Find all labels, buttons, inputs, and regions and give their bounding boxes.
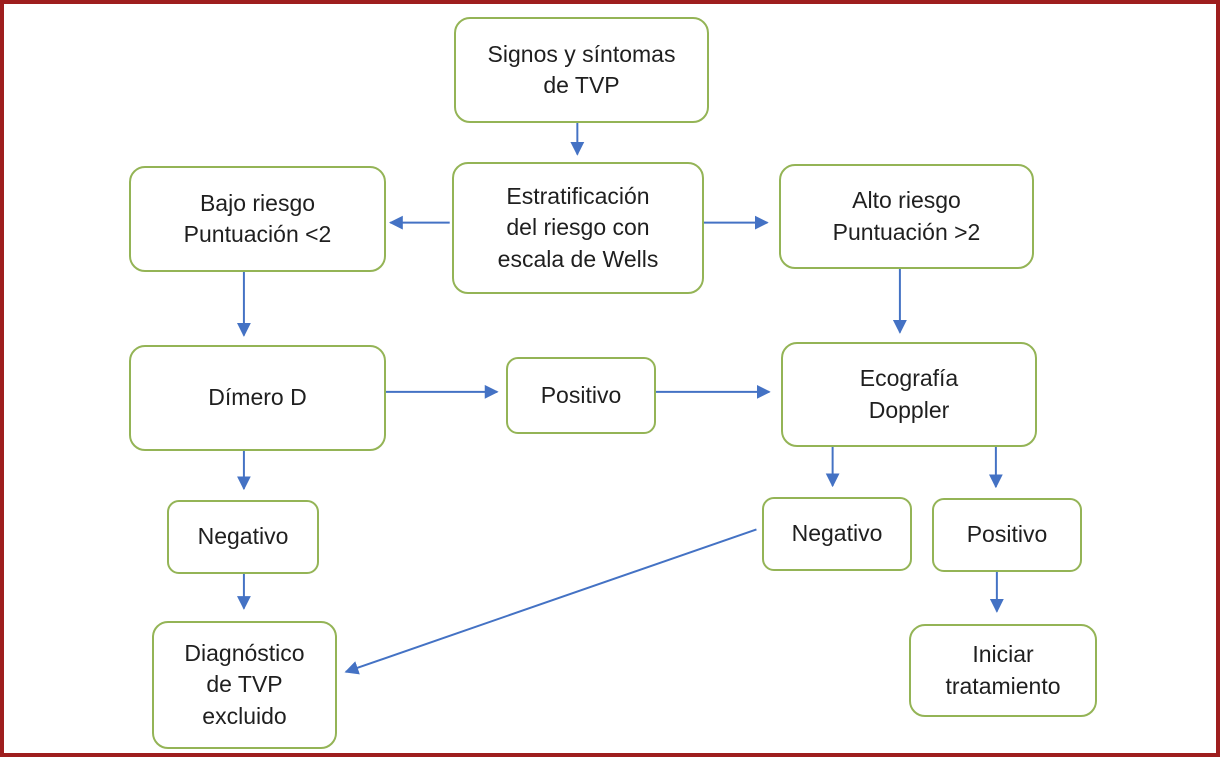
node-dimero-d: Dímero D (129, 345, 386, 451)
node-label: Positivo (540, 381, 622, 408)
node-positivo-eco: Positivo (932, 498, 1082, 572)
node-label: Negativo (791, 520, 883, 547)
node-ecografia-doppler: Ecografía Doppler (781, 342, 1037, 447)
node-positivo-dimero: Positivo (506, 357, 656, 434)
node-label: Iniciar tratamiento (945, 641, 1061, 699)
node-label: Dímero D (208, 384, 307, 411)
node-label: Estratificación del riesgo con escala de… (497, 183, 659, 272)
node-label: Signos y síntomas de TVP (487, 40, 676, 98)
node-bajo-riesgo: Bajo riesgo Puntuación <2 (129, 166, 386, 272)
node-alto-riesgo: Alto riesgo Puntuación >2 (779, 164, 1034, 269)
node-label: Diagnóstico de TVP excluido (184, 640, 305, 729)
node-label: Ecografía Doppler (859, 365, 959, 423)
node-signos-sintomas: Signos y síntomas de TVP (454, 17, 709, 123)
node-negativo-dimero: Negativo (167, 500, 319, 574)
edge-negativoeco-diagnostico (344, 528, 757, 675)
node-negativo-eco: Negativo (762, 497, 912, 571)
node-label: Bajo riesgo Puntuación <2 (183, 189, 332, 247)
node-diagnostico-excluido: Diagnóstico de TVP excluido (152, 621, 337, 749)
node-label: Alto riesgo Puntuación >2 (832, 187, 981, 245)
node-estratificacion-wells: Estratificación del riesgo con escala de… (452, 162, 704, 294)
node-label: Positivo (966, 521, 1048, 548)
node-iniciar-tratamiento: Iniciar tratamiento (909, 624, 1097, 717)
node-label: Negativo (197, 523, 289, 550)
